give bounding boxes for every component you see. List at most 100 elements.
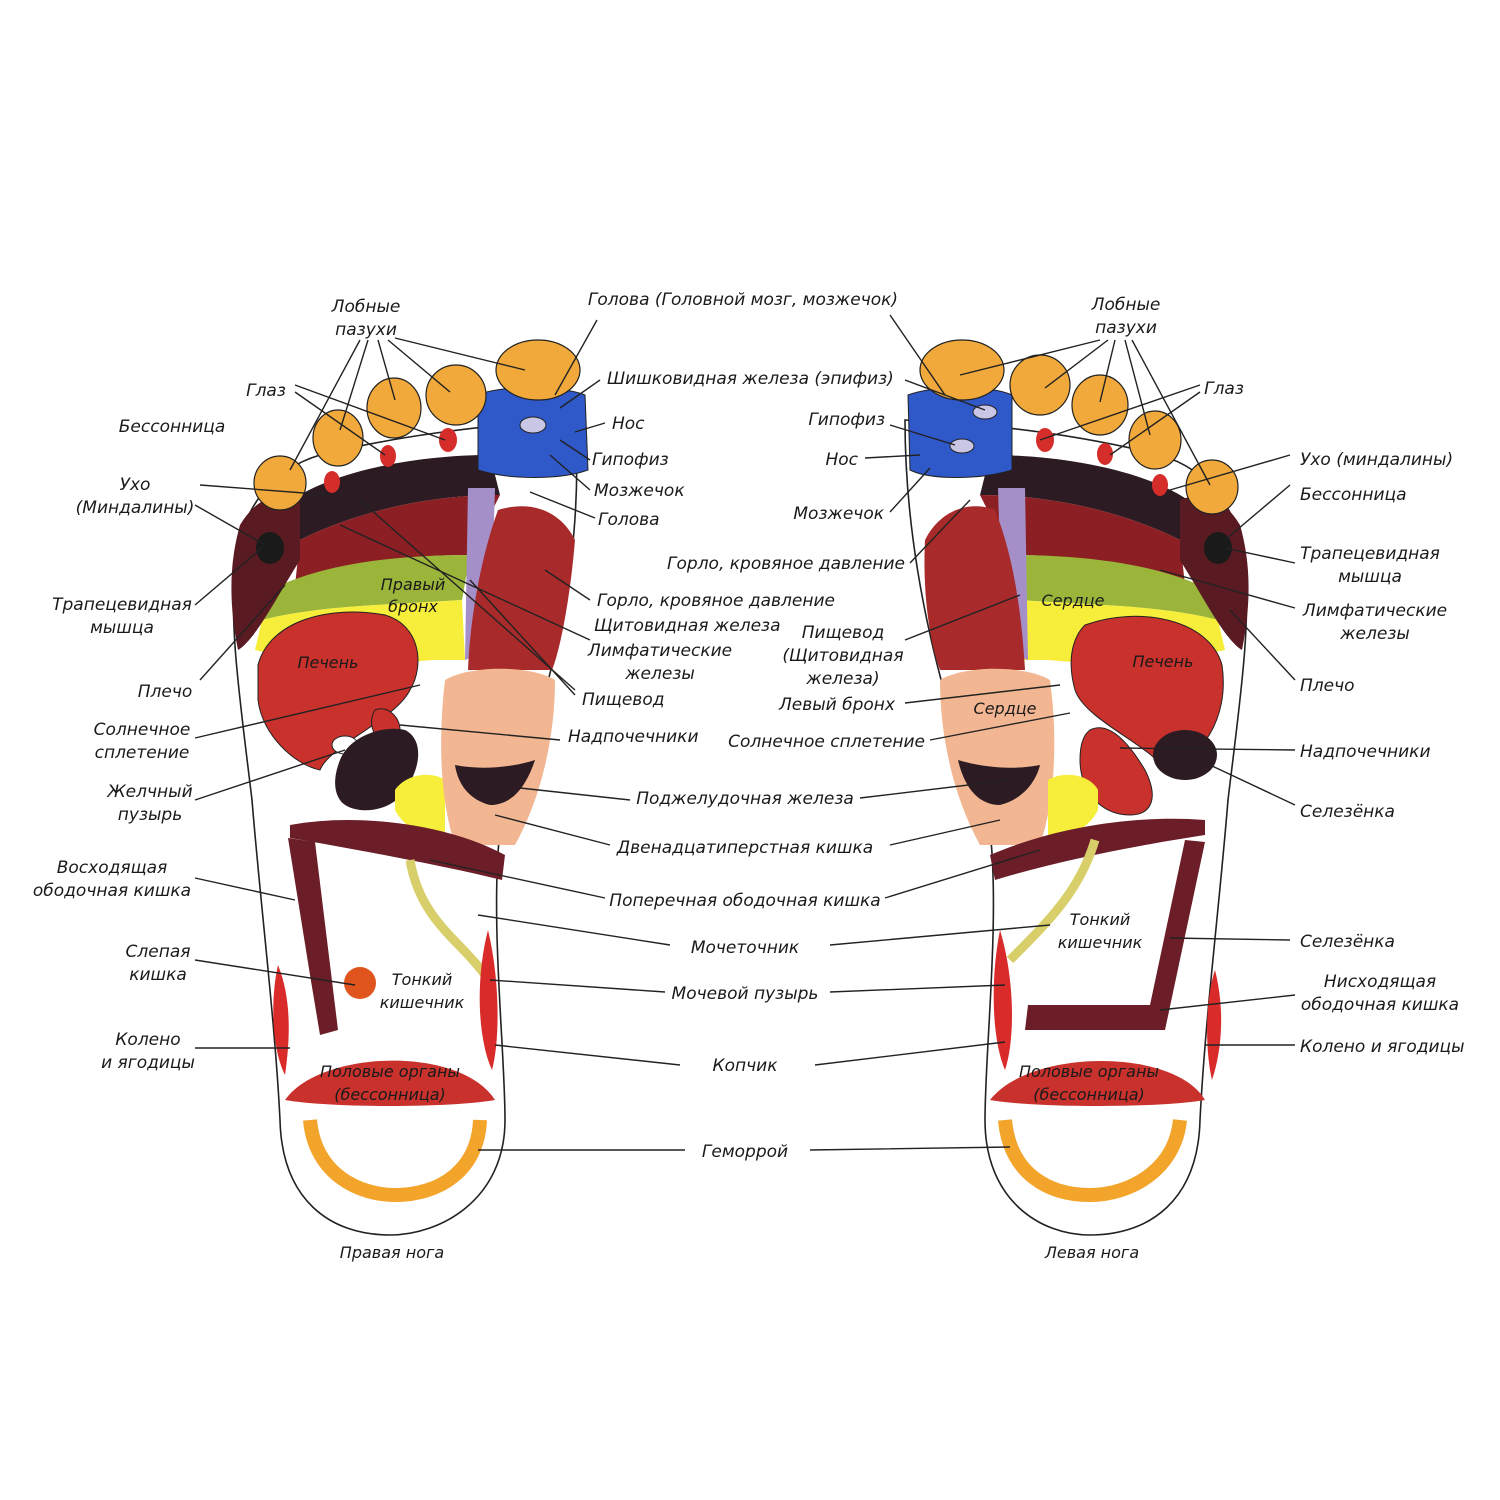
right-pineal-dot [519,416,547,434]
label: Солнечное [94,720,191,740]
label: Геморрой [702,1142,788,1162]
leader-line [1159,994,1296,1011]
left-toe-2 [1009,354,1071,416]
left-big-toe [919,339,1005,401]
label: Колено [115,1030,180,1050]
leader-line [359,499,576,696]
leader-line [294,384,446,456]
left-genital-zone [990,1061,1205,1106]
leader-line [194,877,296,901]
zone-label: Половые органы [1019,1062,1159,1081]
outer-labels: Лобные пазухи Глаз Бессонница Ухо (Минда… [33,290,1465,1162]
leader-line [429,849,1041,899]
right-toe-3 [366,377,422,439]
left-yellow-pancreas [1048,774,1098,837]
label: Нос [825,450,858,470]
leader-line [199,584,286,681]
right-genital-zone [285,1060,495,1106]
label: Трапецевидная [52,595,192,615]
leader-line [889,467,931,513]
leader-line [194,959,356,986]
zone-label: Правый [381,575,445,594]
leader-line [1224,484,1291,541]
label: Мочеточник [691,938,800,958]
left-foot-caption: Левая нога [1044,1243,1139,1262]
label: Левый бронх [778,695,896,715]
right-maroon-band [295,495,500,585]
left-adrenal-dark [1153,730,1217,780]
label: Плечо [1300,676,1355,696]
left-hemorrhoid-arc [998,1118,1187,1203]
label: Лобные [331,297,401,317]
label: Бессонница [1300,485,1406,505]
label: Пищевод [582,690,664,710]
left-descending-colon [1025,840,1205,1030]
right-toe-2 [425,364,487,426]
left-toe-4 [1128,410,1182,470]
label: Мочевой пузырь [672,984,819,1004]
right-liver [257,611,419,771]
left-pituitary-dot [949,438,975,454]
zone-label: кишечник [380,993,465,1012]
left-toe-3 [1071,374,1129,436]
label: Лимфатические [1302,601,1447,621]
label: ободочная кишка [1301,995,1459,1015]
label: Щитовидная железа [594,616,781,636]
leader-line [194,547,263,606]
label: Нос [612,414,645,434]
right-toe-4 [312,409,364,467]
leader-line [889,424,956,446]
leader-line [959,339,1211,486]
right-toe-red-3 [324,471,340,493]
leader-lines [194,314,1296,1151]
label: (Миндалины) [76,498,195,518]
label: железы [624,664,695,684]
right-trapezius-dot [256,532,284,564]
leader-line [1039,384,1201,456]
zone-label: Половые органы [320,1062,460,1081]
label: Плечо [138,682,193,702]
zone-label: Тонкий [1070,910,1130,929]
label: Двенадцатиперстная кишка [616,838,873,858]
leader-line [477,914,1051,946]
zone-label: Сердце [974,699,1037,718]
leader-line [494,814,1001,846]
label: Солнечное сплетение [728,732,925,752]
leader-line [1169,937,1291,941]
label: Лобные [1091,295,1161,315]
zone-label: бронх [388,597,438,616]
label: Глаз [246,381,286,401]
label: Поперечная ободочная кишка [609,891,880,911]
label: Гипофиз [808,410,885,430]
zone-texts: Правый бронх Печень Тонкий кишечник Поло… [297,575,1193,1104]
label: железы [1339,624,1410,644]
label: Горло, кровяное давление [667,554,905,574]
left-toe-red-2 [1097,443,1113,465]
leader-line [1224,547,1296,564]
left-throat-column [924,506,1025,670]
label: пузырь [118,805,182,825]
right-peach-column [441,668,555,845]
right-ascending-colon [288,838,338,1035]
left-toe-5 [1185,459,1239,515]
label: Бессонница [119,417,225,437]
zone-label: Тонкий [392,970,452,989]
right-outer-maroon [231,496,300,650]
leader-line [904,379,986,411]
label: Надпочечники [568,727,699,747]
leader-line [489,979,1006,993]
left-ureter [1006,838,1100,964]
label: кишка [129,965,187,985]
right-trapezius-olive [262,555,470,620]
leader-line [929,712,1071,741]
label: Голова [598,510,660,530]
left-knee-left [993,930,1012,1070]
label: Нисходящая [1324,972,1436,992]
label: сплетение [95,743,190,763]
leader-line [194,684,421,739]
leader-line [904,684,1061,704]
label: Копчик [713,1056,779,1076]
left-foot [904,339,1249,1236]
leader-line [909,499,971,564]
label: мышца [1338,567,1402,587]
